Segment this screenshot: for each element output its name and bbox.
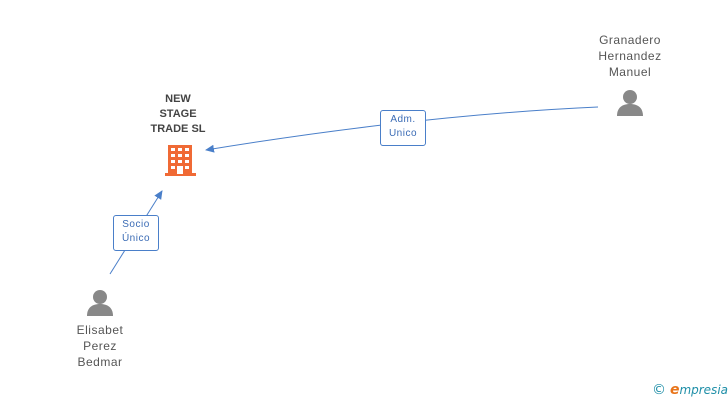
brand-name: mpresia [679, 383, 728, 397]
company-name-line: TRADE SL [150, 123, 206, 135]
edge-label-line: Socio [122, 219, 150, 230]
edge-label-line: Adm. [390, 114, 416, 125]
building-icon[interactable] [165, 143, 196, 177]
brand-initial: e [669, 382, 680, 398]
person-name-line: Perez [83, 339, 117, 353]
person-name-line: Elisabet [76, 323, 124, 337]
person-name-elisabet[interactable]: Elisabet Perez Bedmar [50, 322, 150, 370]
edge-label-line: Único [121, 233, 151, 244]
company-name[interactable]: NEW STAGE TRADE SL [128, 92, 228, 137]
person-name-line: Manuel [608, 65, 652, 79]
edge-label-socio-unico[interactable]: Socio Único [113, 215, 159, 251]
person-name-line: Hernandez [598, 49, 662, 63]
person-icon[interactable] [617, 90, 643, 116]
person-name-granadero[interactable]: Granadero Hernandez Manuel [580, 32, 680, 80]
company-name-line: STAGE [159, 108, 197, 120]
person-icon[interactable] [87, 290, 113, 316]
person-name-line: Granadero [599, 33, 661, 47]
copyright-icon: © [651, 382, 666, 398]
empresia-logo[interactable]: ©empresia [652, 382, 728, 398]
edge-label-line: Unico [388, 128, 418, 139]
edge-label-adm-unico[interactable]: Adm. Unico [380, 110, 426, 146]
person-name-line: Bedmar [77, 355, 123, 369]
company-name-line: NEW [165, 93, 191, 105]
